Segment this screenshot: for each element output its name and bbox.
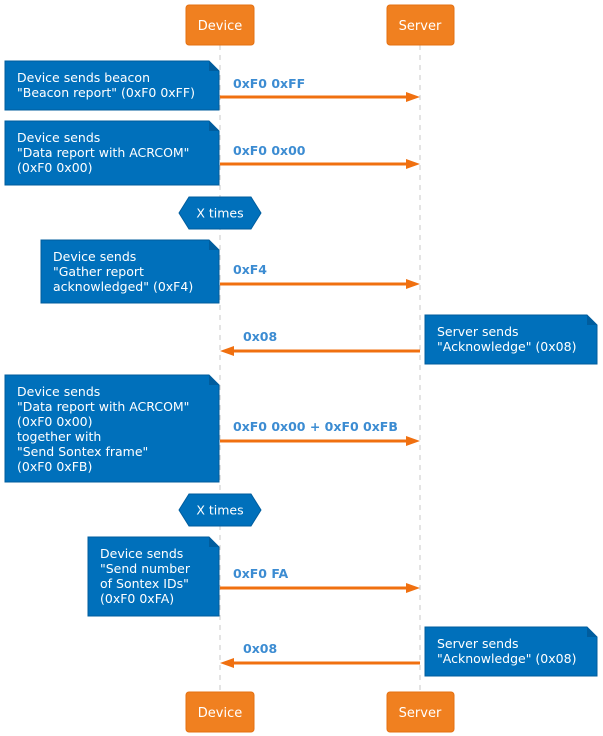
note-line: (0xF0 0x00): [17, 414, 92, 429]
arrow-head: [220, 346, 234, 356]
note-line: of Sontex IDs": [100, 576, 189, 591]
arrow-head: [406, 583, 420, 593]
note-line: "Send Sontex frame": [17, 444, 148, 459]
arrow-head: [406, 279, 420, 289]
participant-server-bottom: Server: [386, 691, 455, 733]
message-label: 0x08: [243, 641, 277, 656]
loop-label: X times: [196, 503, 243, 518]
note-line: "Acknowledge" (0x08): [437, 651, 576, 666]
note-line: "Gather report: [53, 264, 144, 279]
loop-hexagon: [178, 196, 262, 230]
loop-marker: X times: [178, 196, 262, 230]
note-box: [4, 120, 220, 186]
note-line: (0xF0 0xFA): [100, 591, 174, 606]
note-line: Device sends: [17, 384, 100, 399]
note-line: Device sends: [100, 546, 183, 561]
loop-hexagon: [178, 493, 262, 527]
note-line: Server sends: [437, 636, 519, 651]
arrow-head: [220, 658, 234, 668]
note-box: [4, 374, 220, 483]
note-box: [424, 626, 598, 677]
message-step: Device sends"Data report with ACRCOM"(0x…: [4, 374, 420, 483]
participant-server-top: Server: [386, 4, 455, 46]
loop-marker: X times: [178, 493, 262, 527]
note-line: Device sends beacon: [17, 70, 150, 85]
note-line: together with: [17, 429, 101, 444]
arrow-head: [406, 159, 420, 169]
note-line: Device sends: [53, 249, 136, 264]
participant-device-label: Device: [198, 706, 242, 721]
note-box: [4, 60, 220, 111]
loop-label: X times: [196, 206, 243, 221]
participant-device-top: Device: [185, 4, 255, 46]
note-fold-corner: [209, 240, 219, 250]
message-label: 0xF0 0xFF: [233, 76, 305, 91]
note-line: "Data report with ACRCOM": [17, 145, 189, 160]
note-fold-corner: [209, 121, 219, 131]
note-line: (0xF0 0xFB): [17, 459, 92, 474]
note-line: Device sends: [17, 130, 100, 145]
note-fold-corner: [209, 61, 219, 71]
steps-layer: Device sends beacon"Beacon report" (0xF0…: [4, 60, 598, 677]
arrow-head: [406, 436, 420, 446]
message-step: Server sends"Acknowledge" (0x08) 0x08: [220, 314, 598, 365]
note-line: "Acknowledge" (0x08): [437, 339, 576, 354]
arrow-head: [406, 92, 420, 102]
participant-device-bottom: Device: [185, 691, 255, 733]
message-label: 0xF0 FA: [233, 566, 288, 581]
note-box: [87, 536, 220, 617]
note-line: Server sends: [437, 324, 519, 339]
note-line: "Send number: [100, 561, 191, 576]
note-fold-corner: [209, 375, 219, 385]
message-label: 0xF0 0x00: [233, 143, 306, 158]
message-label: 0xF0 0x00 + 0xF0 0xFB: [233, 419, 398, 434]
message-step: Device sends"Data report with ACRCOM"(0x…: [4, 120, 420, 186]
note-fold-corner: [587, 627, 597, 637]
note-box: [40, 239, 220, 304]
message-step: Device sends"Gather reportacknowledged" …: [40, 239, 420, 304]
participant-server-label: Server: [399, 706, 442, 721]
note-fold-corner: [209, 537, 219, 547]
note-fold-corner: [587, 315, 597, 325]
message-label: 0x08: [243, 329, 277, 344]
note-line: "Beacon report" (0xF0 0xFF): [17, 85, 195, 100]
participant-device-label: Device: [198, 19, 242, 34]
message-step: Server sends"Acknowledge" (0x08) 0x08: [220, 626, 598, 677]
note-line: acknowledged" (0xF4): [53, 279, 193, 294]
message-step: Device sends beacon"Beacon report" (0xF0…: [4, 60, 420, 111]
participant-server-label: Server: [399, 19, 442, 34]
note-box: [424, 314, 598, 365]
message-label: 0xF4: [233, 262, 267, 277]
note-line: (0xF0 0x00): [17, 160, 92, 175]
note-line: "Data report with ACRCOM": [17, 399, 189, 414]
